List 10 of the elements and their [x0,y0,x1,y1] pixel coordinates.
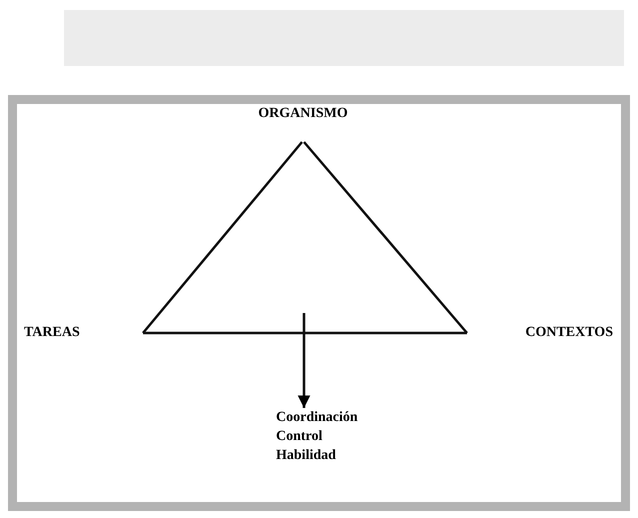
node-label: CONTEXTOS [524,324,613,342]
arrow [298,313,310,408]
triangle-side [142,141,303,334]
node-label: ORGANISMO [257,105,349,123]
node-label: TAREAS [24,324,81,342]
triangle-side [303,141,468,334]
triangle-side [143,332,467,334]
node-label: Habilidad [276,447,337,465]
node-label: Control [276,428,324,446]
node-label: Coordinación [276,409,359,427]
